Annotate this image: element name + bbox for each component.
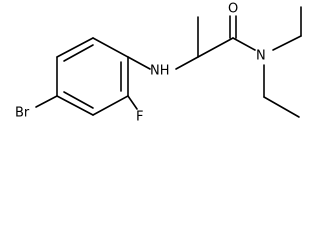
bond-carbonyl-n (232, 37, 256, 51)
bond-ring-bottom-left (56, 95, 94, 116)
bond-c-nh (127, 56, 151, 70)
bond-ethyl2-ch2-ch3 (263, 96, 300, 118)
bond-ring-inner-top (63, 44, 94, 62)
bond-ring-top-right (92, 37, 129, 58)
atom-bromine: Br (15, 106, 30, 121)
atom-amine-nh: NH (150, 64, 170, 79)
bond-ring-top-left (56, 37, 94, 58)
bond-n-ethyl1-ch2 (272, 35, 302, 51)
atom-oxygen: O (228, 2, 238, 17)
bond-ring-bottom-right (92, 95, 129, 116)
bond-calpha-carbonyl (197, 37, 234, 58)
bond-c-f (127, 95, 138, 110)
bonds (35, 6, 302, 118)
bond-c-br (35, 95, 58, 108)
atom-fluorine: F (136, 110, 143, 125)
bond-nh-calpha (175, 56, 199, 70)
molecule-structure: Br F NH O N (15, 2, 302, 125)
atom-amide-n: N (256, 49, 266, 64)
bond-ring-inner-bottom (63, 91, 94, 109)
